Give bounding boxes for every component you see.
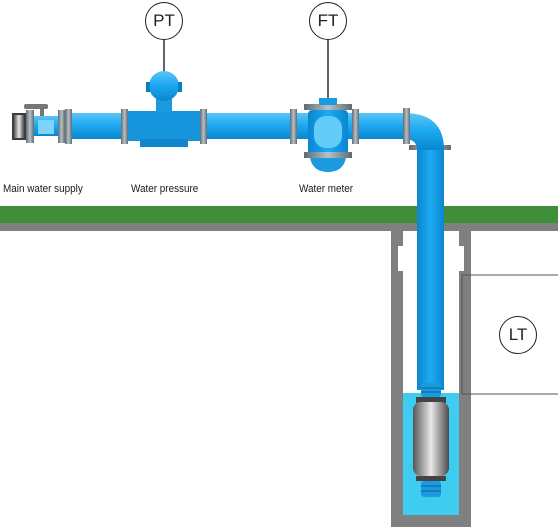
pipe-elbow <box>404 113 444 150</box>
drop-pipe <box>417 150 444 390</box>
ft-label: FT <box>317 11 339 30</box>
meter-label: Water meter <box>299 183 354 195</box>
ground-surface <box>0 223 558 231</box>
ground-strip <box>0 206 558 223</box>
supply-valve <box>12 104 65 143</box>
supply-label: Main water supply <box>3 183 83 195</box>
flange <box>121 109 128 144</box>
pt-instrument-bubble: PT <box>145 2 183 40</box>
pressure-transmitter <box>128 71 200 147</box>
well-collar-right <box>457 246 464 271</box>
main-pipe <box>60 113 410 139</box>
well-casing-left <box>391 223 403 527</box>
elbow-flange <box>403 108 410 144</box>
submersible-pump <box>413 383 449 497</box>
lt-instrument-bubble: LT <box>499 316 537 354</box>
flange <box>65 109 72 144</box>
flange <box>200 109 207 144</box>
pressure-label: Water pressure <box>131 183 199 195</box>
ft-instrument-bubble: FT <box>309 2 347 40</box>
flange <box>290 109 297 144</box>
flange <box>352 109 359 144</box>
well-bottom <box>391 515 471 527</box>
water-meter <box>304 98 352 172</box>
lt-label: LT <box>508 325 528 344</box>
well-collar-left <box>398 246 405 271</box>
pt-label: PT <box>153 11 175 30</box>
